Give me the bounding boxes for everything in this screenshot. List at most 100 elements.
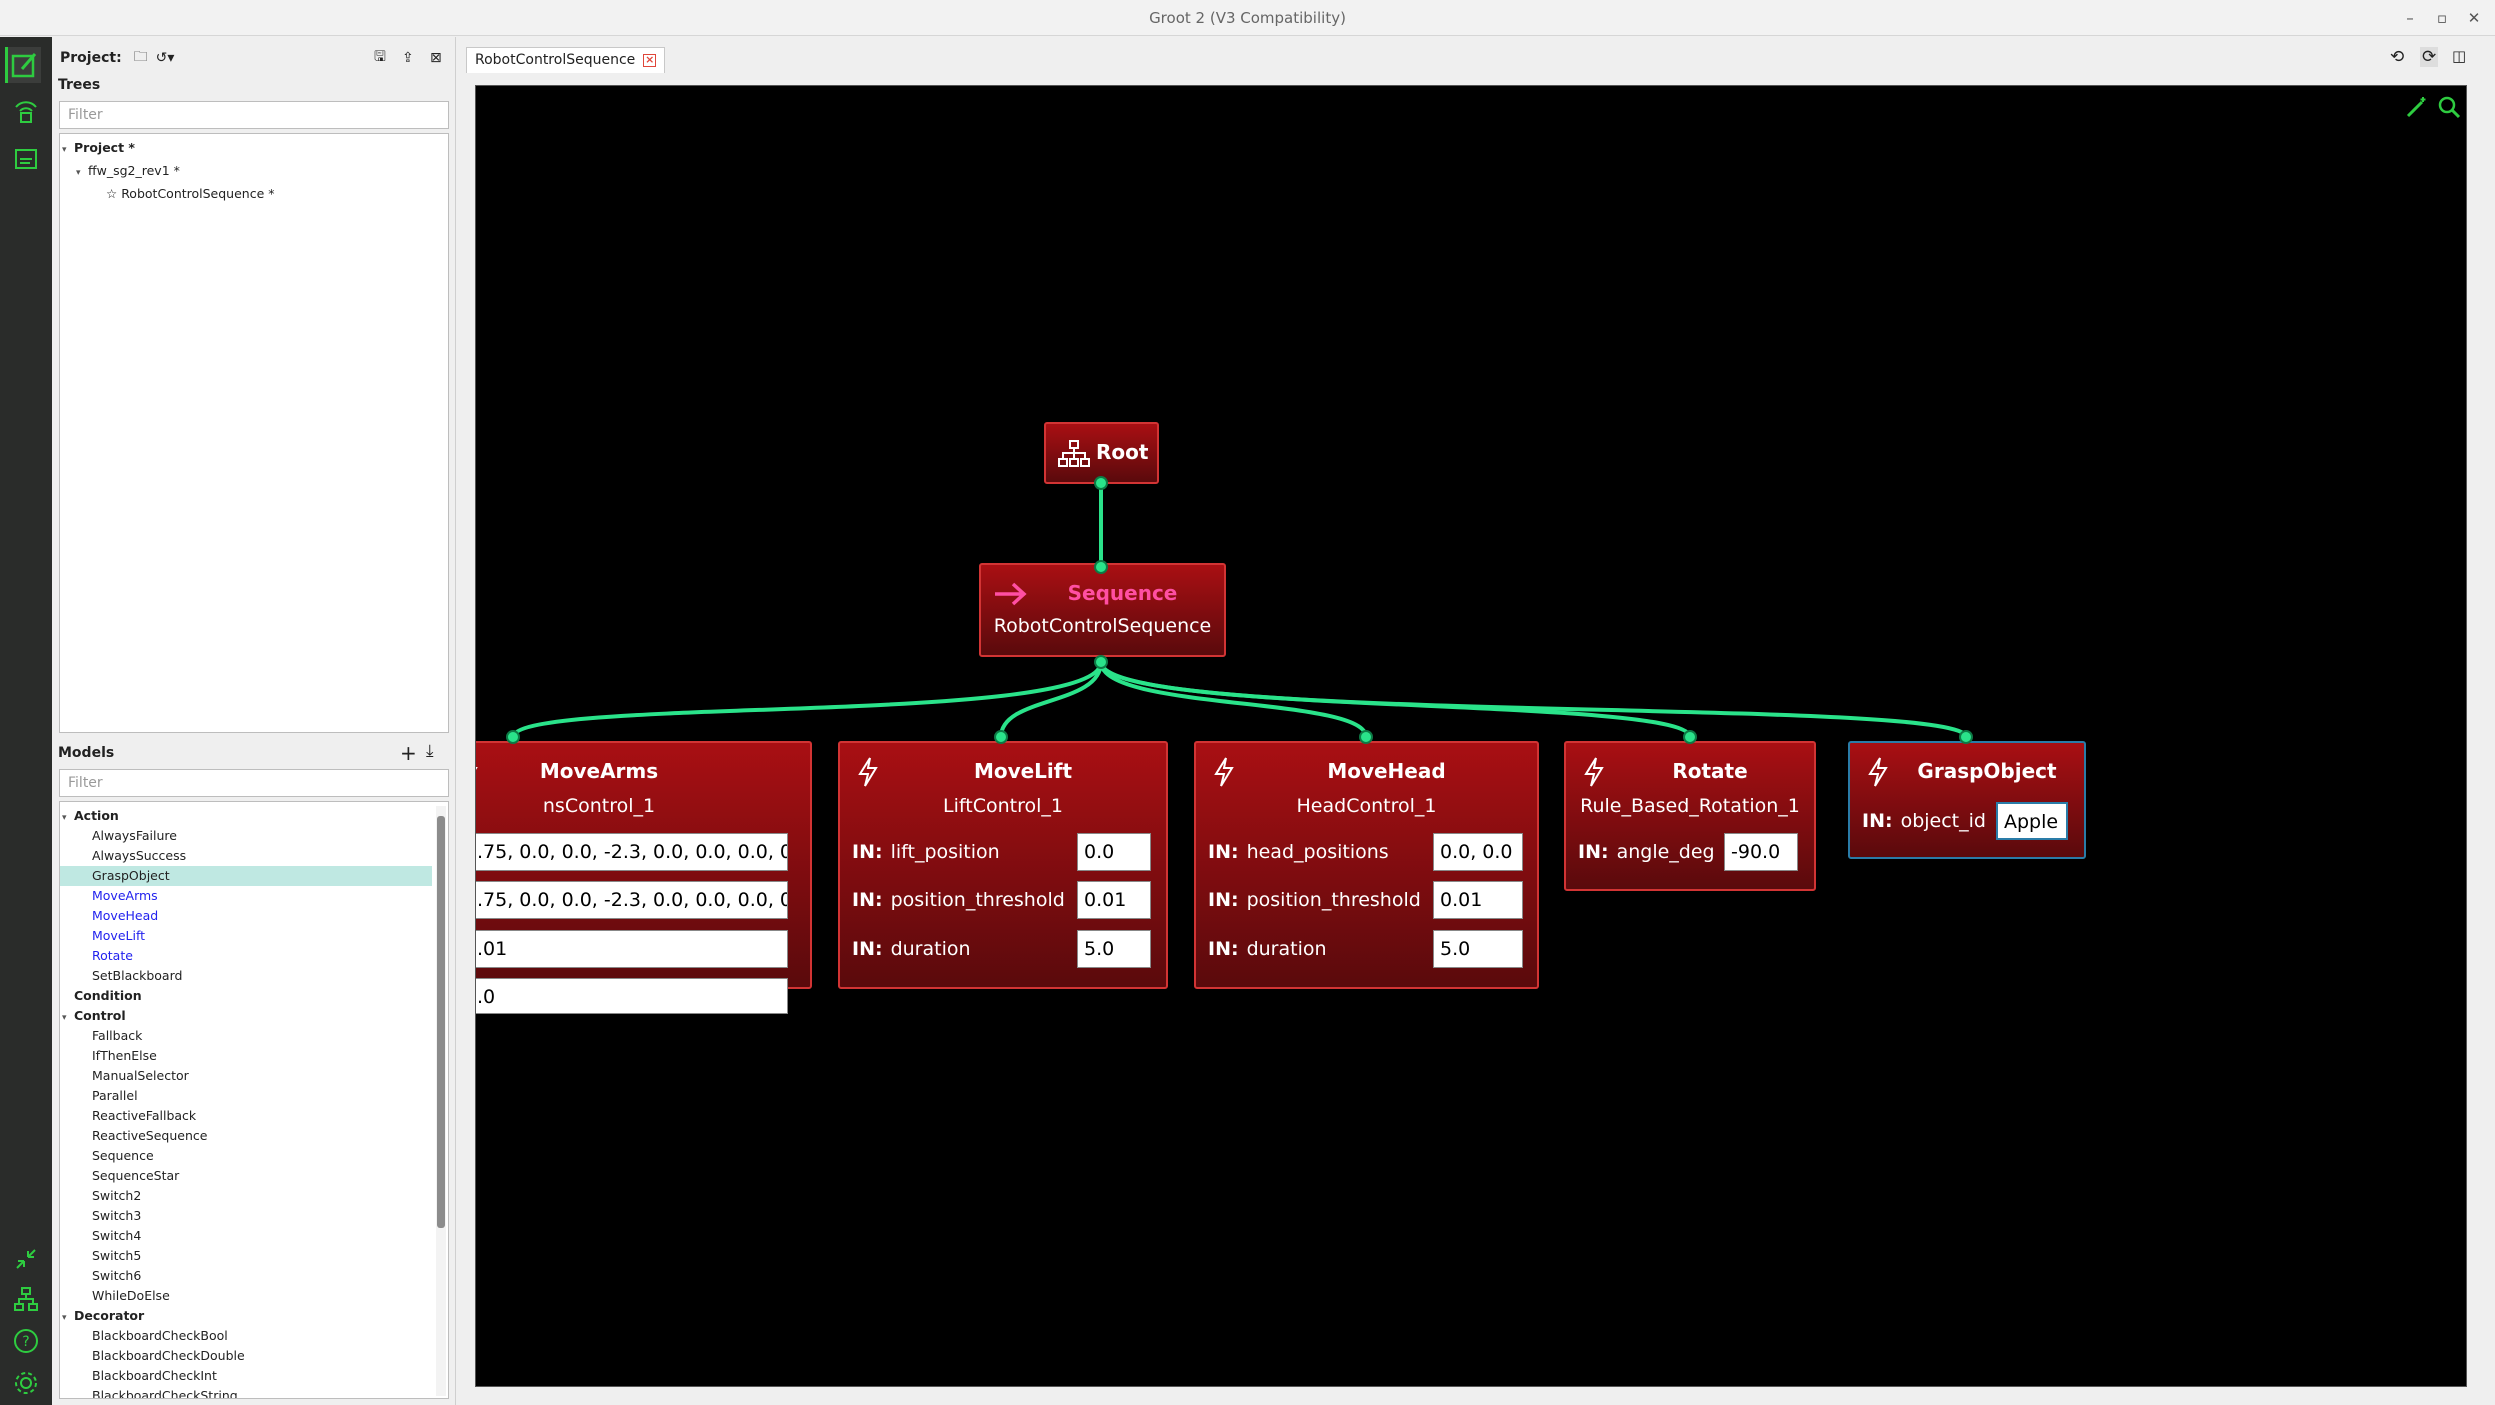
model-item[interactable]: MoveHead (92, 908, 159, 923)
save-icon[interactable]: 🖫 (374, 49, 386, 65)
refresh-icon[interactable]: ⟳ (2420, 47, 2439, 67)
edges (511, 483, 1968, 739)
model-item[interactable]: IfThenElse (92, 1048, 157, 1063)
model-item[interactable]: BlackboardCheckDouble (92, 1348, 245, 1363)
movehead-node[interactable]: MoveHead HeadControl_1 IN:head_positions… (1194, 741, 1539, 989)
model-item[interactable]: WhileDoElse (92, 1288, 170, 1303)
model-item[interactable]: ▾Action (62, 808, 119, 823)
close-project-icon[interactable]: ⊠ (430, 50, 442, 66)
models-filter-input[interactable]: Filter (59, 769, 449, 797)
lightning-icon (1584, 757, 1604, 787)
root-label: Root (1096, 440, 1149, 464)
model-item[interactable]: MoveArms (92, 888, 158, 903)
sequence-node[interactable]: Sequence RobotControlSequence (979, 563, 1226, 657)
movelift-node[interactable]: MoveLift LiftControl_1 IN:lift_position … (838, 741, 1168, 989)
model-item[interactable]: Switch4 (92, 1228, 142, 1243)
tab-close-icon[interactable]: × (643, 53, 657, 67)
add-model-icon[interactable]: + (400, 741, 417, 765)
minimize-button[interactable]: – (2406, 9, 2414, 27)
magic-wand-icon[interactable] (2404, 94, 2430, 120)
tree-item-file[interactable]: ▾ffw_sg2_rev1 * (76, 163, 180, 178)
collapse-button[interactable] (8, 1241, 44, 1277)
movelift-value-1[interactable]: 0.0 (1077, 833, 1151, 871)
model-item[interactable]: BlackboardCheckInt (92, 1368, 217, 1383)
model-item[interactable]: Switch3 (92, 1208, 142, 1223)
movelift-input-port[interactable] (994, 730, 1008, 744)
rotate-value-1[interactable]: -90.0 (1724, 833, 1798, 871)
open-folder-icon[interactable]: 🗀 (133, 49, 148, 65)
reset-view-icon[interactable]: ⟲ (2390, 47, 2405, 67)
model-item[interactable]: MoveLift (92, 928, 146, 943)
model-item[interactable]: SequenceStar (92, 1168, 180, 1183)
graspobject-value-1[interactable]: Apple (1996, 802, 2068, 840)
model-item[interactable]: ManualSelector (92, 1068, 189, 1083)
edge-sequence-grasp (1099, 661, 1968, 739)
model-item[interactable]: AlwaysFailure (92, 828, 177, 843)
editor-mode-button[interactable] (5, 47, 41, 83)
model-item[interactable]: ▾Control (62, 1008, 126, 1023)
movehead-input-port[interactable] (1359, 730, 1373, 744)
movehead-port-2: IN:position_threshold (1208, 889, 1421, 911)
model-item[interactable]: GraspObject (60, 866, 432, 886)
model-item[interactable]: Switch2 (92, 1188, 142, 1203)
movehead-value-3[interactable]: 5.0 (1433, 930, 1523, 968)
model-item[interactable]: BlackboardCheckBool (92, 1328, 228, 1343)
history-icon[interactable]: ↺▾ (155, 50, 175, 66)
tab-robotcontrolsequence[interactable]: RobotControlSequence × (466, 47, 666, 73)
import-model-icon[interactable]: ⤓ (426, 741, 434, 761)
model-item[interactable]: BlackboardCheckString (92, 1388, 238, 1399)
rotate-node[interactable]: Rotate Rule_Based_Rotation_1 IN:angle_de… (1564, 741, 1816, 891)
graspobject-type: GraspObject (1917, 759, 2057, 783)
model-item[interactable]: Sequence (92, 1148, 154, 1163)
window-title: Groot 2 (V3 Compatibility) (1149, 9, 1346, 27)
root-output-port[interactable] (1094, 476, 1108, 490)
graspobject-node[interactable]: GraspObject IN:object_id Apple (1848, 741, 2086, 859)
search-icon[interactable] (2436, 94, 2462, 120)
model-item[interactable]: Switch5 (92, 1248, 142, 1263)
models-scrollbar-thumb[interactable] (437, 816, 445, 1228)
monitor-mode-button[interactable] (8, 93, 44, 129)
close-button[interactable]: ✕ (2467, 9, 2481, 27)
movelift-value-2[interactable]: 0.01 (1077, 881, 1151, 919)
export-icon[interactable]: ⇪ (402, 50, 414, 66)
graph-canvas[interactable]: Root Sequence RobotControlSequence MoveA… (475, 85, 2467, 1387)
movearms-value-2[interactable]: .75, 0.0, 0.0, -2.3, 0.0, 0.0, 0.0, 0.0 (476, 881, 788, 919)
movelift-port-1: IN:lift_position (852, 841, 1000, 863)
model-item[interactable]: ▾Decorator (62, 1308, 145, 1323)
split-view-icon[interactable]: ◫ (2452, 47, 2467, 65)
tree-item-project[interactable]: ▾Project * (62, 140, 135, 155)
log-mode-button[interactable] (8, 141, 44, 177)
model-item[interactable]: Condition (74, 988, 142, 1003)
movearms-input-port[interactable] (506, 730, 520, 744)
movearms-value-1[interactable]: .75, 0.0, 0.0, -2.3, 0.0, 0.0, 0.0, 0.0 (476, 833, 788, 871)
movelift-value-3[interactable]: 5.0 (1077, 930, 1151, 968)
layout-tree-button[interactable] (8, 1281, 44, 1317)
movearms-type: MoveArms (539, 759, 659, 783)
model-item[interactable]: Parallel (92, 1088, 138, 1103)
movehead-value-2[interactable]: 0.01 (1433, 881, 1523, 919)
model-item[interactable]: Switch6 (92, 1268, 142, 1283)
model-item[interactable]: ReactiveSequence (92, 1128, 208, 1143)
root-node[interactable]: Root (1044, 422, 1159, 484)
model-item[interactable]: Fallback (92, 1028, 143, 1043)
title-bar: Groot 2 (V3 Compatibility) – ▫ ✕ (0, 0, 2495, 36)
movearms-value-4[interactable]: .0 (476, 978, 788, 1014)
settings-button[interactable] (8, 1365, 44, 1401)
maximize-button[interactable]: ▫ (2436, 9, 2448, 27)
models-scrollbar[interactable] (436, 806, 446, 1396)
model-item[interactable]: ReactiveFallback (92, 1108, 197, 1123)
movearms-value-3[interactable]: .01 (476, 930, 788, 968)
movearms-node[interactable]: MoveArms nsControl_1 .75, 0.0, 0.0, -2.3… (476, 741, 812, 1014)
help-button[interactable]: ? (8, 1323, 44, 1359)
movehead-value-1[interactable]: 0.0, 0.0 (1433, 833, 1523, 871)
trees-filter-input[interactable]: Filter (59, 101, 449, 129)
rotate-input-port[interactable] (1683, 730, 1697, 744)
model-item[interactable]: SetBlackboard (92, 968, 183, 983)
sequence-input-port[interactable] (1094, 560, 1108, 574)
graspobject-port-1: IN:object_id (1862, 810, 1986, 832)
tree-item-robotcontrolsequence[interactable]: ☆ RobotControlSequence * (106, 186, 275, 201)
model-item[interactable]: AlwaysSuccess (92, 848, 187, 863)
graspobject-input-port[interactable] (1959, 730, 1973, 744)
model-item[interactable]: Rotate (92, 948, 133, 963)
sequence-output-port[interactable] (1094, 655, 1108, 669)
